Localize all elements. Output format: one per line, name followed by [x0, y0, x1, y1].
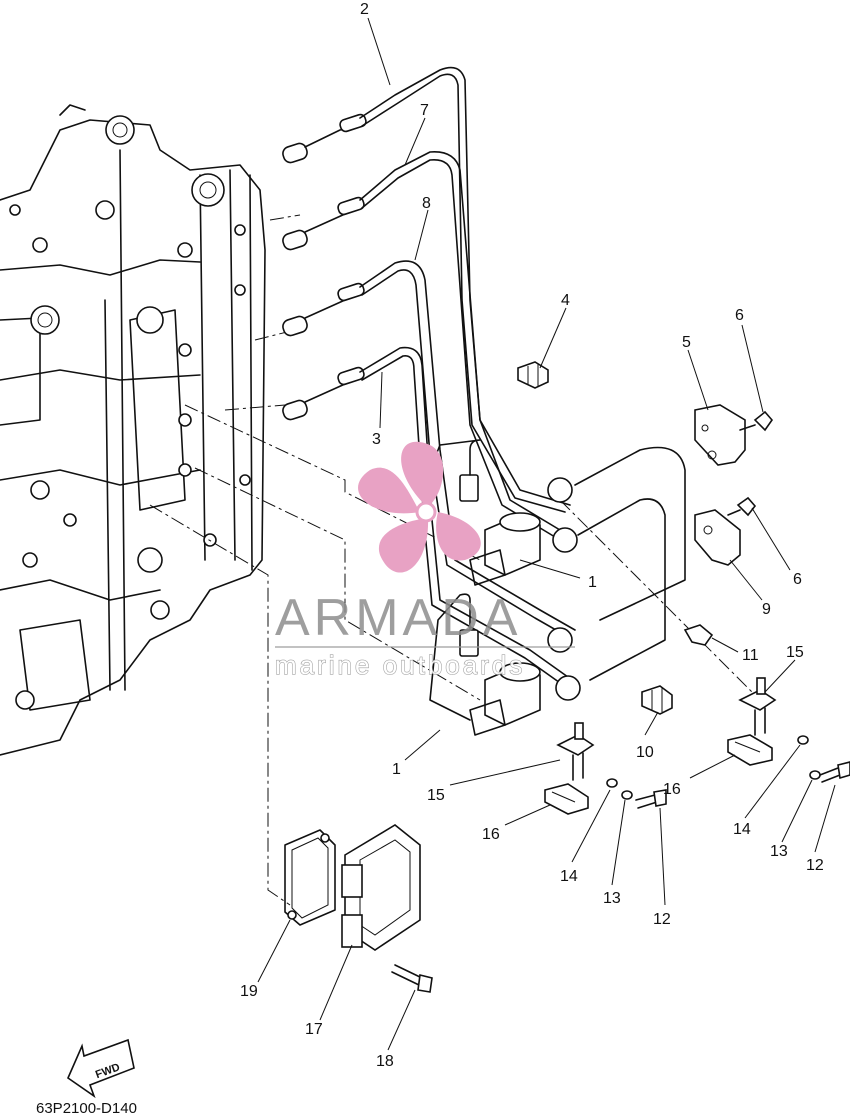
- callout-label: 13: [770, 843, 788, 860]
- cylinder-block-outline: [0, 104, 266, 756]
- washers-14-13: [606, 735, 821, 800]
- bracket-15-right: [738, 677, 777, 736]
- callout-label: 6: [735, 307, 744, 324]
- reference-lines: [149, 214, 761, 906]
- callout-label: 8: [422, 195, 431, 212]
- high-tension-cord-7: [282, 151, 561, 538]
- callout-label: 10: [636, 744, 654, 761]
- cdi-unit-17: [341, 824, 421, 951]
- bolt-18: [391, 964, 433, 993]
- callout-label: 1: [392, 761, 401, 778]
- callout-label: 12: [653, 911, 671, 928]
- leader-lines: [257, 17, 836, 1051]
- diagram-code: 63P2100-D140: [36, 1100, 137, 1117]
- propeller-logo-icon: [358, 441, 481, 573]
- block-bolt-holes: [9, 115, 251, 710]
- clamp-4: [517, 361, 549, 389]
- callout-label: 14: [733, 821, 751, 838]
- screw-6-lower: [727, 496, 757, 517]
- cord-caps: [547, 477, 581, 701]
- callout-label: 16: [663, 781, 681, 798]
- callout-label: 13: [603, 890, 621, 907]
- callout-label: 5: [682, 334, 691, 351]
- clamp-10: [641, 685, 673, 715]
- callout-label: 1: [588, 574, 597, 591]
- high-tension-cord-3: [282, 346, 576, 691]
- callout-labels: 2 7 8 3 4 5 6 6 9 1 1 11 15 15 10 16 16 …: [240, 1, 824, 1070]
- callout-label: 16: [482, 826, 500, 843]
- callout-label: 19: [240, 983, 258, 1000]
- bracket-9: [694, 509, 741, 566]
- armada-watermark: ARMADA marine outboards: [274, 441, 575, 681]
- clip-11: [683, 624, 714, 646]
- watermark-subtitle: marine outboards: [275, 650, 525, 680]
- callout-label: 15: [786, 644, 804, 661]
- bracket-5: [694, 404, 746, 466]
- callout-label: 11: [742, 647, 759, 664]
- callout-label: 14: [560, 868, 578, 885]
- callout-label: 3: [372, 431, 381, 448]
- gasket-19: [284, 829, 336, 926]
- ignition-coil-upper: [429, 439, 541, 586]
- callout-label: 15: [427, 787, 445, 804]
- callout-label: 4: [561, 292, 570, 309]
- callout-label: 2: [360, 1, 369, 18]
- screw-6-upper: [739, 410, 774, 432]
- callout-label: 18: [376, 1053, 394, 1070]
- holder-16-right: [727, 734, 773, 766]
- high-tension-cord-8: [282, 260, 576, 639]
- watermark-title: ARMADA: [275, 589, 521, 647]
- cord-loops: [574, 446, 686, 681]
- bracket-15-left: [556, 722, 595, 781]
- fwd-arrow-icon: FWD: [67, 1038, 135, 1099]
- callout-label: 7: [420, 102, 429, 119]
- bolts-12: [635, 761, 850, 809]
- holder-16-left: [544, 783, 589, 815]
- callout-label: 17: [305, 1021, 323, 1038]
- callout-label: 6: [793, 571, 802, 588]
- ignition-coil-lower: [429, 593, 541, 736]
- callout-label: 9: [762, 601, 771, 618]
- callout-label: 12: [806, 857, 824, 874]
